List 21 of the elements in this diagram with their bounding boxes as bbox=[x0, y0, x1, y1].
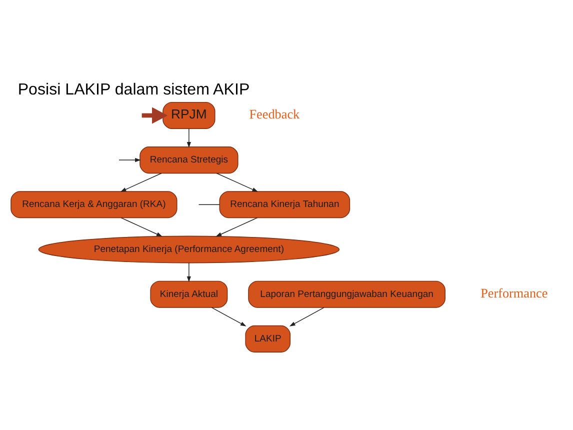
arrow bbox=[289, 306, 324, 326]
arrow bbox=[186, 262, 191, 282]
node-box: RPJM bbox=[162, 101, 216, 128]
arrow bbox=[216, 172, 258, 192]
label: Feedback bbox=[249, 106, 300, 122]
arrow bbox=[216, 216, 258, 236]
node-box: Rencana Kinerja Tahunan bbox=[219, 190, 350, 218]
node-box: Rencana Kerja & Anggaran (RKA) bbox=[10, 190, 178, 218]
arrow bbox=[118, 158, 141, 162]
arrow bbox=[186, 128, 191, 148]
arrow bbox=[211, 306, 246, 326]
arrow bbox=[120, 172, 162, 192]
node-ellipse: Penetapan Kinerja (Performance Agreement) bbox=[38, 235, 340, 263]
node-box: Laporan Pertanggungjawaban Keuangan bbox=[248, 280, 446, 308]
arrow bbox=[142, 106, 168, 124]
diagram-title: Posisi LAKIP dalam sistem AKIP bbox=[18, 80, 250, 98]
label: Performance bbox=[480, 285, 548, 300]
node-box: Kinerja Aktual bbox=[150, 280, 228, 308]
node-box: Rencana Stretegis bbox=[140, 146, 238, 174]
arrow bbox=[120, 216, 162, 236]
node-box: LAKIP bbox=[245, 324, 291, 352]
